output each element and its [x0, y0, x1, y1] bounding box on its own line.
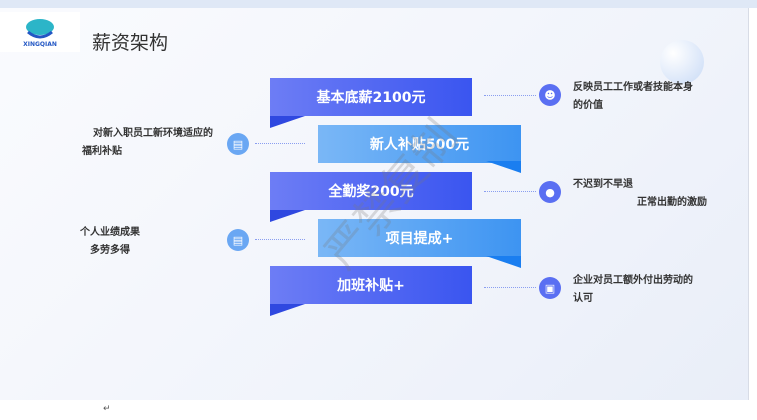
paragraph-mark: ↵: [103, 404, 111, 414]
svg-text:XINGQIAN: XINGQIAN: [23, 41, 57, 48]
note-base-salary: 反映员工工作或者技能本身的价值: [573, 79, 693, 115]
note-line: 对新入职员工新环境适应的: [93, 128, 213, 139]
connector: [484, 95, 536, 96]
note-commission: 个人业绩成果多劳多得: [70, 224, 150, 260]
ribbon-fold: [486, 256, 521, 268]
users-icon: ☻: [539, 84, 561, 106]
ribbon-fold: [270, 116, 305, 128]
note-line: 福利补贴: [82, 146, 122, 157]
ribbon-fold: [270, 210, 305, 222]
connector: [255, 143, 305, 144]
ribbon-project-commission: 项目提成+: [318, 219, 521, 257]
ribbon-new-hire-allowance: 新人补贴500元: [318, 125, 521, 163]
ribbon-fold: [486, 161, 521, 173]
ribbon-overtime-allowance: 加班补贴+: [270, 266, 472, 304]
logo-icon: XINGQIAN: [23, 19, 57, 48]
connector: [255, 239, 305, 240]
document-icon: ▤: [227, 133, 249, 155]
lightbulb-icon: ●: [539, 181, 561, 203]
page-title: 薪资架构: [92, 32, 169, 54]
ribbon-base-salary: 基本底薪2100元: [270, 78, 472, 116]
note-line: 的价值: [573, 100, 603, 111]
note-overtime: 企业对员工额外付出劳动的认可: [573, 272, 693, 308]
note-attendance: 不迟到不早退正常出勤的激励: [573, 176, 707, 212]
document-icon: ▤: [227, 229, 249, 251]
note-line: 正常出勤的激励: [637, 197, 707, 208]
badge-icon: ▣: [539, 277, 561, 299]
connector: [484, 191, 536, 192]
note-line: 企业对员工额外付出劳动的: [573, 275, 693, 286]
note-line: 个人业绩成果: [80, 227, 140, 238]
top-bar: [0, 0, 757, 8]
note-line: 认可: [573, 293, 593, 304]
ribbon-fold: [270, 304, 305, 316]
decorative-sphere: [660, 40, 704, 84]
note-line: 不迟到不早退: [573, 179, 633, 190]
note-new-hire: 对新入职员工新环境适应的福利补贴: [70, 125, 213, 161]
logo: XINGQIAN: [0, 12, 80, 52]
note-line: 多劳多得: [90, 245, 130, 256]
note-line: 反映员工工作或者技能本身: [573, 82, 693, 93]
connector: [484, 287, 536, 288]
ribbon-attendance-bonus: 全勤奖200元: [270, 172, 472, 210]
